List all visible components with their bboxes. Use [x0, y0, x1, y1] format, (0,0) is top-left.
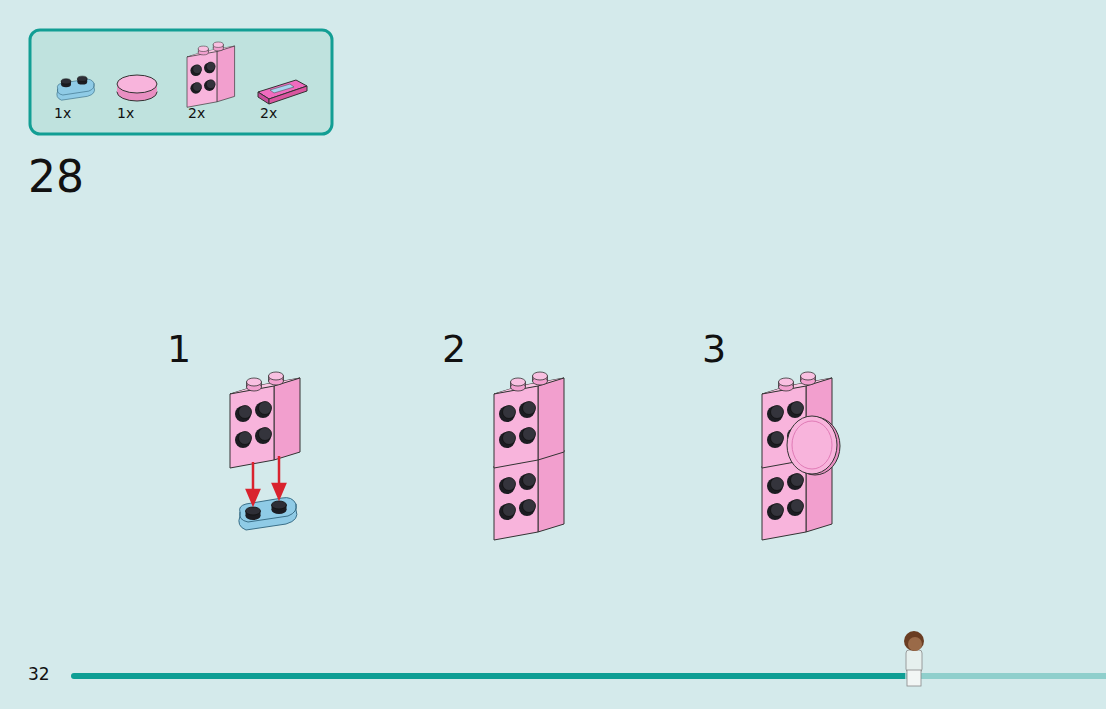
substep-number: 1 — [167, 330, 191, 368]
part-count: 2x — [188, 106, 205, 120]
part-count: 1x — [54, 106, 71, 120]
step-number: 28 — [28, 155, 84, 199]
substep-number: 3 — [702, 330, 726, 368]
substep-number: 2 — [442, 330, 466, 368]
part-count: 2x — [260, 106, 277, 120]
page-number: 32 — [28, 666, 50, 683]
part-count: 1x — [117, 106, 134, 120]
